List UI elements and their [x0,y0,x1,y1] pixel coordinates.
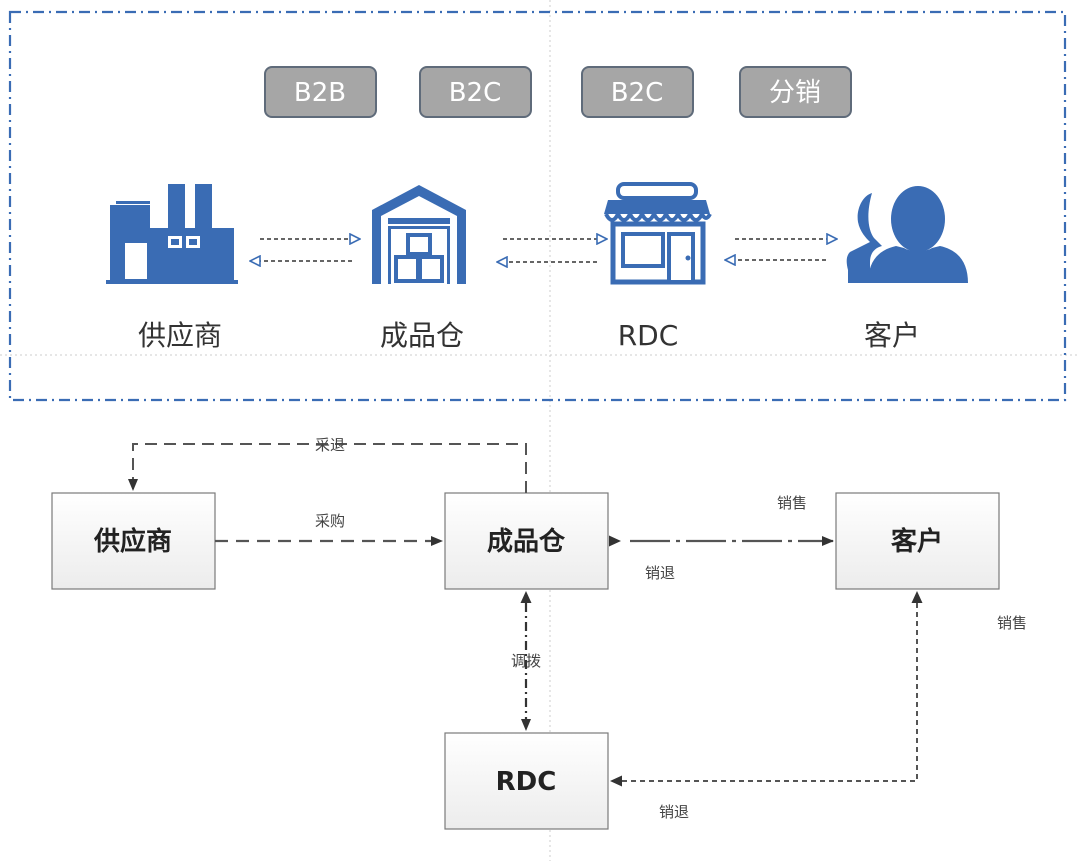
arrow-head-to-customer [911,591,923,603]
node-label-supplier: 供应商 [138,319,222,352]
warehouse-icon [372,185,466,284]
tag-label: B2B [294,78,346,108]
edge-sales-warehouse-customer [609,535,834,547]
node-label-rdc: RDC [618,319,679,352]
box-label: RDC [496,767,557,797]
tag-distribution: 分销 [739,66,852,118]
edge-purchase-return [128,443,527,493]
tag-b2c-1: B2C [419,66,532,118]
node-label-warehouse: 成品仓 [380,319,464,352]
tag-b2c-2: B2C [581,66,694,118]
flow-box-warehouse: 成品仓 [444,492,609,590]
edge-label-purchase: 采购 [315,512,345,530]
box-label: 供应商 [93,526,172,557]
edge-label-sales-return-top: 销退 [645,564,675,582]
tag-label: B2C [611,78,664,108]
edge-label-sales-right: 销售 [997,614,1027,632]
flow-box-customer: 客户 [835,492,1000,590]
edge-label-sales-return-bottom: 销退 [659,803,689,821]
edge-label-sales-top: 销售 [777,494,807,512]
person-icon [846,186,968,283]
flow-box-rdc: RDC [444,732,609,830]
edge-label-transfer: 调拨 [511,652,541,670]
box-label: 成品仓 [487,526,566,557]
edge-customer-rdc [622,603,918,782]
tag-label: B2C [449,78,502,108]
edge-label-purchase-return: 采退 [315,436,345,454]
top-frame [8,10,1067,402]
tag-label: 分销 [769,78,821,108]
factory-icon [106,184,238,284]
top-arrow-supplier-warehouse [250,239,360,261]
tag-b2b: B2B [264,66,377,118]
top-arrow-warehouse-rdc [497,239,607,262]
box-label: 客户 [891,526,943,557]
arrow-head-to-rdc [610,775,622,787]
flow-box-supplier: 供应商 [51,492,216,590]
edge-transfer [520,591,532,731]
top-arrow-rdc-customer [725,239,837,260]
store-icon [604,182,712,285]
node-label-customer: 客户 [864,319,920,352]
